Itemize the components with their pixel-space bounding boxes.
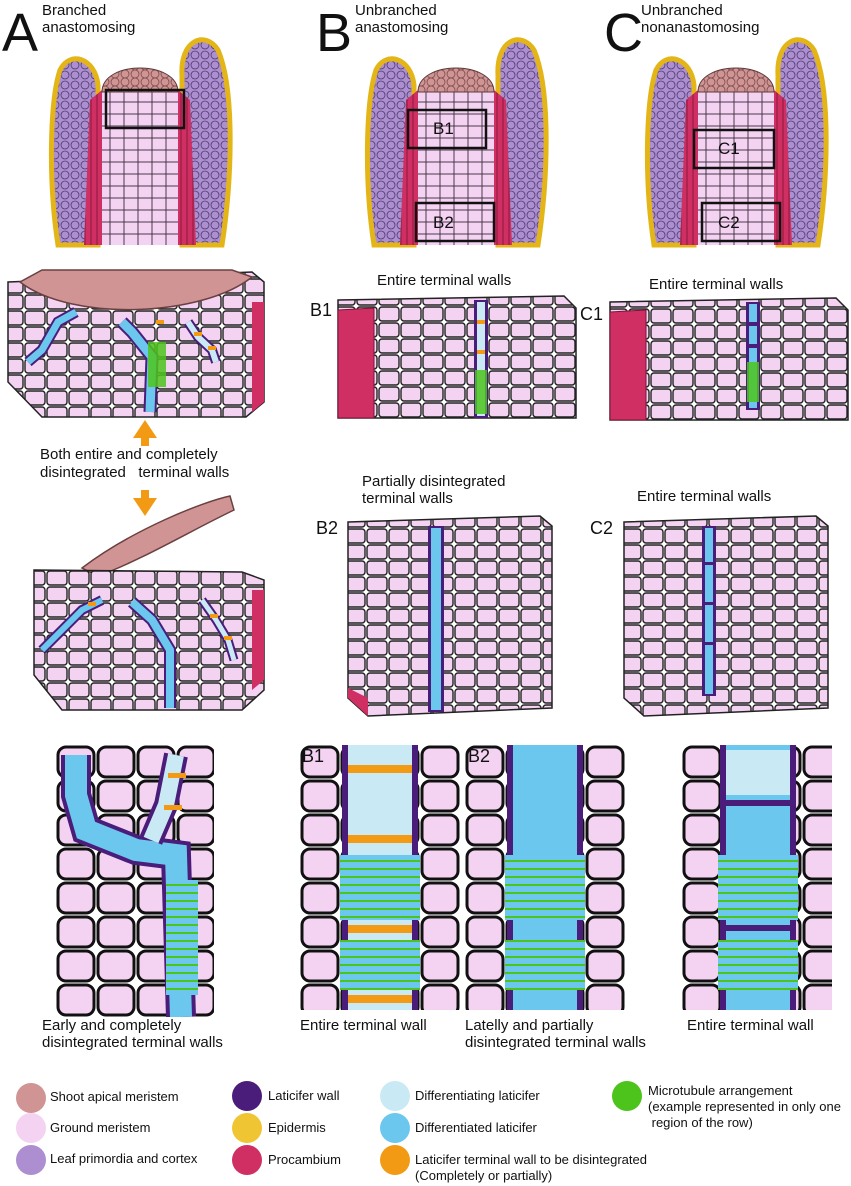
block-a-lower <box>33 495 265 711</box>
shoot-apex-a <box>48 37 233 248</box>
c1-block-tag: C1 <box>580 304 604 324</box>
b1-block-title: Entire terminal walls <box>377 272 512 289</box>
b2-block-title: Partially disintegrated terminal walls <box>362 473 506 507</box>
c2-block-title: Entire terminal walls <box>637 488 772 505</box>
detail-b2-caption: Latelly and partially disintegrated term… <box>465 1017 646 1051</box>
c2-block-tag: C2 <box>590 518 614 538</box>
legend-label-terminal-wall: Laticifer terminal wall to be disintegra… <box>415 1152 647 1183</box>
legend-swatch-differentiating <box>380 1081 410 1111</box>
shoot-apex-c <box>644 37 829 248</box>
legend-swatch-meristem <box>16 1083 46 1113</box>
detail-b1-tag: B1 <box>302 746 325 766</box>
block-c1 <box>609 297 849 421</box>
detail-a-caption: Early and completely disintegrated termi… <box>42 1017 223 1051</box>
legend-swatch-epidermis <box>232 1113 262 1143</box>
legend-label-leaf: Leaf primordia and cortex <box>50 1151 198 1166</box>
detail-b2 <box>465 745 625 1010</box>
box-label-b1: B1 <box>433 119 454 138</box>
legend-swatch-wall <box>232 1081 262 1111</box>
shoot-apex-b <box>364 37 549 248</box>
block-a-upper <box>7 269 265 418</box>
title-b: Unbranched anastomosing <box>355 2 449 36</box>
block-b2 <box>347 515 553 717</box>
detail-c-caption: Entire terminal wall <box>687 1017 814 1034</box>
legend-label-differentiated: Differentiated laticifer <box>415 1120 537 1135</box>
legend-label-meristem: Shoot apical meristem <box>50 1089 179 1104</box>
legend-swatch-ground <box>16 1113 46 1143</box>
double-arrow <box>133 420 157 516</box>
c1-block-title: Entire terminal walls <box>649 276 784 293</box>
a-middle-caption: Both entire and completely disintegrated… <box>40 446 230 481</box>
block-b1 <box>337 295 577 419</box>
legend-swatch-terminal-wall <box>380 1145 410 1175</box>
label-a: A <box>2 3 39 63</box>
detail-b2-tag: B2 <box>468 746 491 766</box>
b2-block-tag: B2 <box>316 518 339 538</box>
legend-label-differentiating: Differentiating laticifer <box>415 1088 540 1103</box>
detail-b1-caption: Entire terminal wall <box>300 1017 427 1034</box>
legend-label-procambium: Procambium <box>268 1152 341 1167</box>
detail-a <box>56 745 214 1017</box>
detail-b1 <box>300 745 460 1010</box>
box-label-b2: B2 <box>433 213 454 232</box>
legend-label-epidermis: Epidermis <box>268 1120 326 1135</box>
legend-label-wall: Laticifer wall <box>268 1088 340 1103</box>
b1-block-tag: B1 <box>310 300 333 320</box>
legend-swatch-leaf <box>16 1145 46 1175</box>
label-c: C <box>604 3 643 63</box>
detail-c <box>682 745 832 1010</box>
legend-label-ground: Ground meristem <box>50 1120 151 1135</box>
title-a: Branched anastomosing <box>42 2 136 36</box>
box-label-c2: C2 <box>718 213 740 232</box>
block-c2 <box>623 515 829 717</box>
legend-label-microtubule: Microtubule arrangement (example represe… <box>648 1083 841 1130</box>
legend-swatch-procambium <box>232 1145 262 1175</box>
title-c: Unbranched nonanastomosing <box>641 2 760 36</box>
legend-swatch-differentiated <box>380 1113 410 1143</box>
label-b: B <box>316 3 353 63</box>
legend-swatch-microtubule <box>612 1081 642 1111</box>
box-label-c1: C1 <box>718 139 740 158</box>
